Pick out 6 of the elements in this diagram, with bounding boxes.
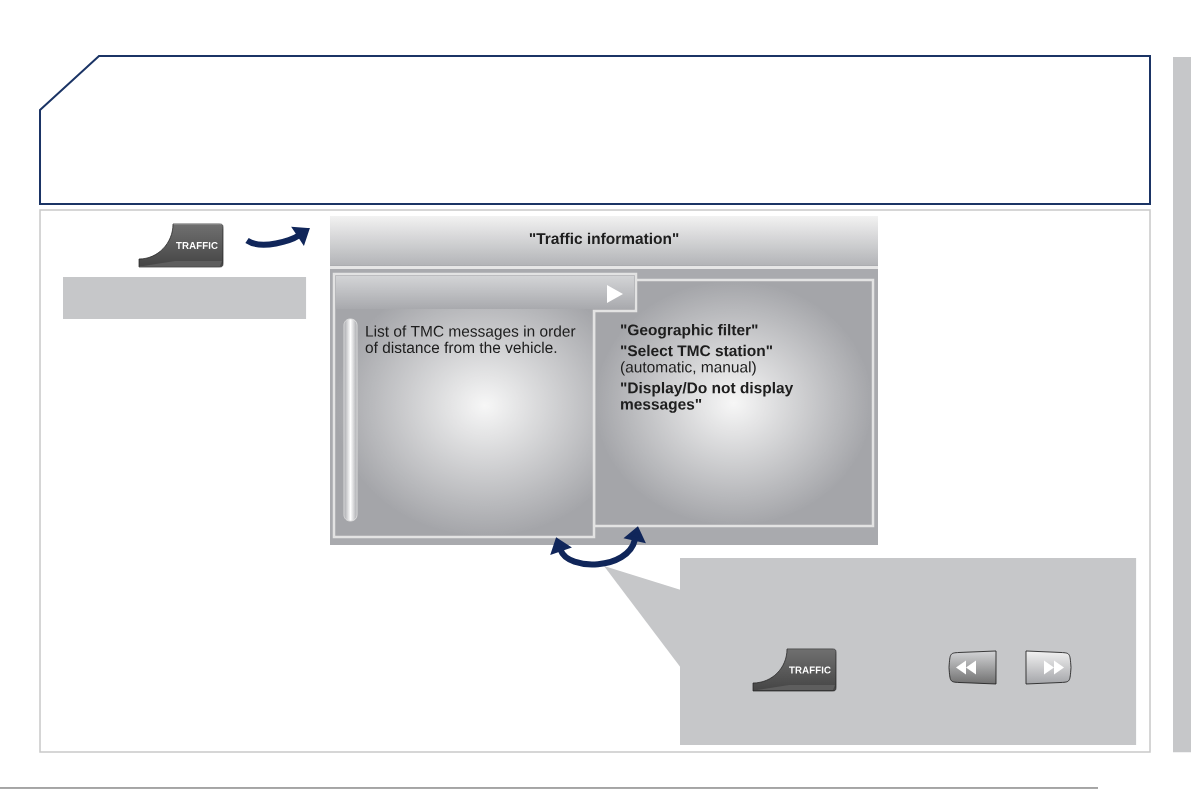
curved-arrow <box>245 226 310 248</box>
blank-box <box>63 277 307 319</box>
side-bar <box>1173 57 1191 753</box>
traffic-button: TRAFFIC <box>138 223 224 268</box>
callout-box <box>604 558 1137 746</box>
menu-panel: "Geographic filter" "Select TMC station" (automatic, manual) "Display/Do not display messages" <box>592 278 875 528</box>
